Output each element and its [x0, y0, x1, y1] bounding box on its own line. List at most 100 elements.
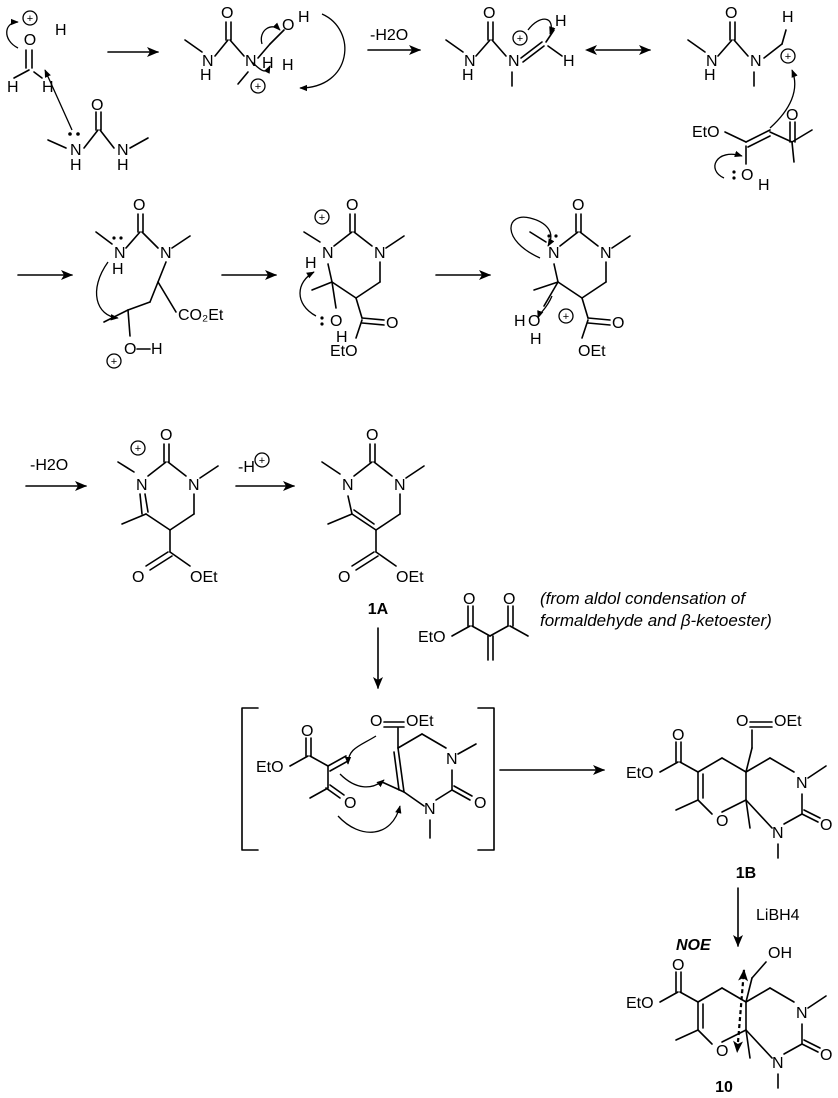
- svg-text:EtO: EtO: [330, 343, 358, 360]
- condition-dehydration-1: -H2O: [370, 27, 408, 44]
- svg-text:O: O: [133, 197, 145, 214]
- diels-alder-transition: EtO O O O OEt N O N: [256, 713, 486, 839]
- compound-10: EtO O O OH N O N: [626, 945, 832, 1089]
- svg-text:N: N: [772, 825, 784, 842]
- svg-text:N: N: [508, 53, 520, 70]
- svg-text:H: H: [782, 9, 794, 26]
- svg-text:O: O: [91, 97, 103, 114]
- svg-text:EtO: EtO: [418, 629, 446, 646]
- svg-text:EtO: EtO: [256, 759, 284, 776]
- svg-text:+: +: [27, 13, 33, 25]
- svg-text:H: H: [42, 79, 54, 96]
- svg-text:N: N: [342, 477, 354, 494]
- svg-text:O: O: [221, 5, 233, 22]
- label-10: 10: [715, 1079, 733, 1096]
- condition-reduction: LiBH4: [756, 907, 800, 924]
- svg-text:O: O: [344, 795, 356, 812]
- svg-text:H: H: [462, 67, 474, 84]
- svg-text:O: O: [132, 569, 144, 586]
- svg-text:+: +: [259, 455, 265, 467]
- svg-text:H: H: [151, 341, 163, 358]
- svg-text:CO₂Et: CO₂Et: [178, 307, 224, 324]
- svg-text:O: O: [716, 1043, 728, 1060]
- svg-text:O: O: [282, 17, 294, 34]
- svg-text:H: H: [336, 329, 348, 346]
- svg-text:N: N: [446, 751, 458, 768]
- svg-text:OEt: OEt: [396, 569, 424, 586]
- svg-text:OEt: OEt: [578, 343, 606, 360]
- svg-text:H: H: [200, 67, 212, 84]
- label-1A: 1A: [368, 601, 389, 618]
- svg-text:N: N: [160, 245, 172, 262]
- hemiaminal-intermediate: N H O N + O H H H: [184, 5, 346, 94]
- svg-text:H: H: [70, 157, 82, 174]
- svg-text:H: H: [282, 57, 294, 74]
- svg-text:+: +: [111, 356, 117, 368]
- noe-label: NOE: [676, 937, 712, 954]
- svg-text:+: +: [785, 51, 791, 63]
- svg-text:OH: OH: [768, 945, 792, 962]
- svg-text:N: N: [796, 1005, 808, 1022]
- svg-text:N: N: [202, 53, 214, 70]
- svg-text:H: H: [758, 177, 770, 194]
- svg-text:O: O: [370, 713, 382, 730]
- condition-deprotonation: -H: [238, 459, 255, 476]
- methylene-ketoester: EtO O O: [418, 591, 529, 661]
- svg-text:N: N: [114, 245, 126, 262]
- svg-text:N: N: [600, 245, 612, 262]
- svg-text:H: H: [555, 13, 567, 30]
- svg-text:N: N: [796, 775, 808, 792]
- svg-text:O: O: [786, 107, 798, 124]
- label-1B: 1B: [736, 865, 756, 882]
- bracket-right: [477, 707, 495, 851]
- svg-text:N: N: [322, 245, 334, 262]
- svg-text:+: +: [517, 33, 523, 45]
- svg-text:O: O: [820, 1047, 832, 1064]
- svg-text:+: +: [563, 311, 569, 323]
- svg-text:O: O: [24, 32, 36, 49]
- svg-text:EtO: EtO: [626, 765, 654, 782]
- svg-text:N: N: [464, 53, 476, 70]
- svg-text:H: H: [563, 53, 575, 70]
- svg-text:O: O: [572, 197, 584, 214]
- svg-text:N: N: [772, 1055, 784, 1072]
- svg-text:OEt: OEt: [190, 569, 218, 586]
- svg-text:+: +: [135, 443, 141, 455]
- svg-text:OEt: OEt: [406, 713, 434, 730]
- svg-text:O: O: [330, 313, 342, 330]
- svg-text:+: +: [319, 212, 325, 224]
- svg-text:H: H: [298, 9, 310, 26]
- svg-text:O: O: [301, 723, 313, 740]
- compound-1A: N O N O OEt: [321, 427, 425, 586]
- svg-text:O: O: [483, 5, 495, 22]
- svg-text:H: H: [530, 331, 542, 348]
- svg-text:N: N: [750, 53, 762, 70]
- svg-text:O: O: [736, 713, 748, 730]
- svg-text:H: H: [117, 157, 129, 174]
- iminium-ion: N H O N + H H: [445, 5, 575, 87]
- svg-text:O: O: [716, 813, 728, 830]
- svg-text:EtO: EtO: [692, 124, 720, 141]
- svg-text:N: N: [70, 142, 82, 159]
- svg-text:N: N: [706, 53, 718, 70]
- condition-dehydration-2: -H2O: [30, 457, 68, 474]
- svg-text:O: O: [386, 315, 398, 332]
- mannich-adduct: N H O N CO₂Et O H +: [95, 197, 224, 369]
- svg-text:O: O: [474, 795, 486, 812]
- svg-text:O: O: [672, 957, 684, 974]
- svg-text:H: H: [704, 67, 716, 84]
- svg-text:N: N: [394, 477, 406, 494]
- compound-1B: EtO O O O OEt N O N: [626, 713, 832, 859]
- svg-text:H: H: [7, 79, 19, 96]
- acyliminium-intermediate: + N O N O OEt: [117, 427, 219, 586]
- svg-text:O: O: [725, 5, 737, 22]
- svg-text:O: O: [160, 427, 172, 444]
- svg-text:H: H: [262, 55, 274, 72]
- svg-text:N: N: [117, 142, 129, 159]
- svg-text:O: O: [672, 727, 684, 744]
- svg-text:O: O: [346, 197, 358, 214]
- aldol-note-line1: (from aldol condensation of: [540, 589, 747, 608]
- svg-text:O: O: [124, 341, 136, 358]
- cyclized-hemiaminal: + N H O N O H O EtO: [299, 197, 405, 360]
